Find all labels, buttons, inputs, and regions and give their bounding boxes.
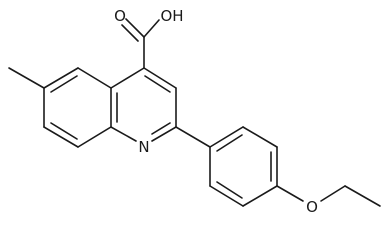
bond-c8-c8a — [77, 126, 112, 148]
ring-nitrogen-label: N — [138, 138, 149, 156]
bond-carbonyl-double-b — [121, 24, 139, 42]
bond-c7-c8 — [43, 126, 79, 148]
bond-c4-c3-inner — [144, 75, 171, 93]
atom-labels: O OH N O — [114, 7, 318, 216]
bond-ether-o-ch2 — [320, 185, 346, 202]
bond-ar4-ar5 — [242, 185, 278, 207]
bond-ar1-ar2 — [209, 126, 244, 148]
bond-c4a-c5 — [77, 67, 112, 89]
bond-ar5-ar6-inner — [216, 181, 243, 199]
bond-c4-c4a — [110, 67, 145, 89]
bond-ar5-ar6 — [209, 185, 244, 207]
bond-ar1-ar2-inner — [216, 134, 243, 152]
bond-carbonyl-double-a — [125, 18, 145, 38]
bond-lines — [8, 18, 381, 207]
bond-ch2-ch3 — [344, 185, 381, 207]
ether-oxygen-label: O — [306, 198, 318, 216]
bond-c7-c8-inner — [50, 122, 78, 140]
bond-c2-n1 — [151, 126, 177, 142]
bond-c4-c3 — [143, 67, 177, 89]
bond-carboxyl-oh — [143, 19, 160, 38]
bond-ar4-ether-o — [276, 185, 304, 202]
bond-c2-aryl — [175, 126, 211, 148]
hydroxyl-label: OH — [160, 7, 183, 25]
bond-ar2-ar3 — [242, 126, 278, 148]
bond-c5-c6 — [43, 67, 79, 89]
bond-n1-c8a — [110, 126, 137, 142]
bond-c6-methyl — [8, 67, 45, 89]
chemical-structure: O OH N O — [8, 7, 381, 216]
bond-c2-n1-inner — [151, 122, 171, 135]
bond-c5-c6-inner — [50, 75, 78, 93]
carbonyl-oxygen-label: O — [114, 7, 126, 25]
